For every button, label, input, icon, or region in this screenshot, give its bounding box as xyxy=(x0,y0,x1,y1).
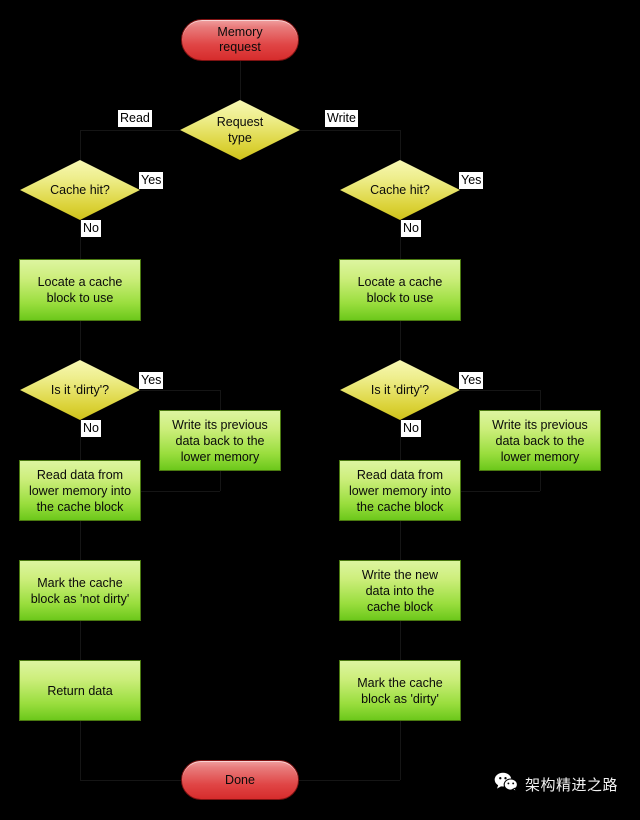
node-read-locate-block-label: Locate a cache block to use xyxy=(37,275,123,305)
connector-read-return-to-done xyxy=(80,721,81,780)
node-read-return-data-label: Return data xyxy=(47,683,113,698)
node-write-locate-block-label: Locate a cache block to use xyxy=(357,275,443,305)
node-write-is-dirty[interactable]: Is it 'dirty'? xyxy=(340,360,460,420)
wechat-icon xyxy=(494,772,518,797)
connector-write-locate-to-dirty xyxy=(400,321,401,360)
node-write-is-dirty-label: Is it 'dirty'? xyxy=(370,383,430,397)
edge-label-read-hit-yes: Yes xyxy=(139,172,164,189)
edge-label-read-dirty-no: No xyxy=(81,420,101,437)
node-read-writeback-label: Write its previous data back to the lowe… xyxy=(172,417,268,464)
watermark-text: 架构精进之路 xyxy=(525,775,619,794)
edge-label-read-hit-no: No xyxy=(81,220,101,237)
node-read-fill-block[interactable]: Read data from lower memory into the cac… xyxy=(19,460,141,521)
connector-write-dirty-yes-down xyxy=(540,390,541,410)
edge-label-write-dirty-no: No xyxy=(401,420,421,437)
connector-request-type-to-read xyxy=(80,130,180,131)
node-write-writeback-label: Write its previous data back to the lowe… xyxy=(492,417,588,464)
connector-request-type-to-write xyxy=(300,130,400,131)
node-write-writeback[interactable]: Write its previous data back to the lowe… xyxy=(479,410,601,471)
node-done[interactable]: Done xyxy=(181,760,299,800)
node-write-locate-block[interactable]: Locate a cache block to use xyxy=(339,259,461,321)
connector-read-writeback-down xyxy=(220,471,221,491)
node-memory-request-label: Memory request xyxy=(217,25,263,54)
connector-write-hit-no xyxy=(400,220,401,259)
node-read-locate-block[interactable]: Locate a cache block to use xyxy=(19,259,141,321)
connector-read-mark-to-return xyxy=(80,621,81,660)
node-write-fill-block[interactable]: Read data from lower memory into the cac… xyxy=(339,460,461,521)
connector-write-done-join xyxy=(299,780,400,781)
node-read-is-dirty[interactable]: Is it 'dirty'? xyxy=(20,360,140,420)
node-read-mark-not-dirty-label: Mark the cache block as 'not dirty' xyxy=(30,575,130,606)
node-write-mark-dirty[interactable]: Mark the cache block as 'dirty' xyxy=(339,660,461,721)
edge-label-read-dirty-yes: Yes xyxy=(139,372,164,389)
connector-write-dirty-no xyxy=(400,420,401,460)
connector-read-writeback-join xyxy=(140,491,220,492)
node-read-cache-hit[interactable]: Cache hit? xyxy=(20,160,140,220)
connector-read-dirty-yes xyxy=(140,390,220,391)
node-write-mark-dirty-label: Mark the cache block as 'dirty' xyxy=(357,675,443,706)
node-read-mark-not-dirty[interactable]: Mark the cache block as 'not dirty' xyxy=(19,560,141,621)
node-write-store-data[interactable]: Write the new data into the cache block xyxy=(339,560,461,621)
connector-write-branch-down xyxy=(400,130,401,160)
node-write-cache-hit-label: Cache hit? xyxy=(370,183,430,197)
edge-label-read: Read xyxy=(118,110,152,127)
connector-read-hit-no xyxy=(80,220,81,259)
connector-write-writeback-join xyxy=(460,491,540,492)
node-request-type-label: Request type xyxy=(216,115,264,145)
node-read-return-data[interactable]: Return data xyxy=(19,660,141,721)
edge-label-write: Write xyxy=(325,110,358,127)
node-read-writeback[interactable]: Write its previous data back to the lowe… xyxy=(159,410,281,471)
connector-write-dirty-yes xyxy=(460,390,540,391)
watermark: 架构精进之路 xyxy=(494,772,618,797)
edge-label-write-hit-yes: Yes xyxy=(459,172,484,189)
connector-write-fill-to-store xyxy=(400,521,401,560)
node-write-fill-block-label: Read data from lower memory into the cac… xyxy=(348,467,452,514)
connector-read-dirty-yes-down xyxy=(220,390,221,410)
connector-read-dirty-no xyxy=(80,420,81,460)
node-read-fill-block-label: Read data from lower memory into the cac… xyxy=(28,467,132,514)
node-write-store-data-label: Write the new data into the cache block xyxy=(361,567,439,614)
node-write-cache-hit[interactable]: Cache hit? xyxy=(340,160,460,220)
node-read-is-dirty-label: Is it 'dirty'? xyxy=(50,383,110,397)
connector-write-mark-to-done xyxy=(400,721,401,780)
connector-start-to-request-type xyxy=(240,60,241,100)
node-request-type[interactable]: Request type xyxy=(180,100,300,160)
node-read-cache-hit-label: Cache hit? xyxy=(50,183,110,197)
node-done-label: Done xyxy=(225,772,255,787)
node-memory-request[interactable]: Memory request xyxy=(181,19,299,61)
connector-read-fill-to-mark xyxy=(80,521,81,560)
connector-write-store-to-mark xyxy=(400,621,401,660)
edge-label-write-dirty-yes: Yes xyxy=(459,372,484,389)
connector-read-locate-to-dirty xyxy=(80,321,81,360)
connector-read-branch-down xyxy=(80,130,81,160)
edge-label-write-hit-no: No xyxy=(401,220,421,237)
connector-read-done-join xyxy=(80,780,181,781)
connector-write-writeback-down xyxy=(540,471,541,491)
